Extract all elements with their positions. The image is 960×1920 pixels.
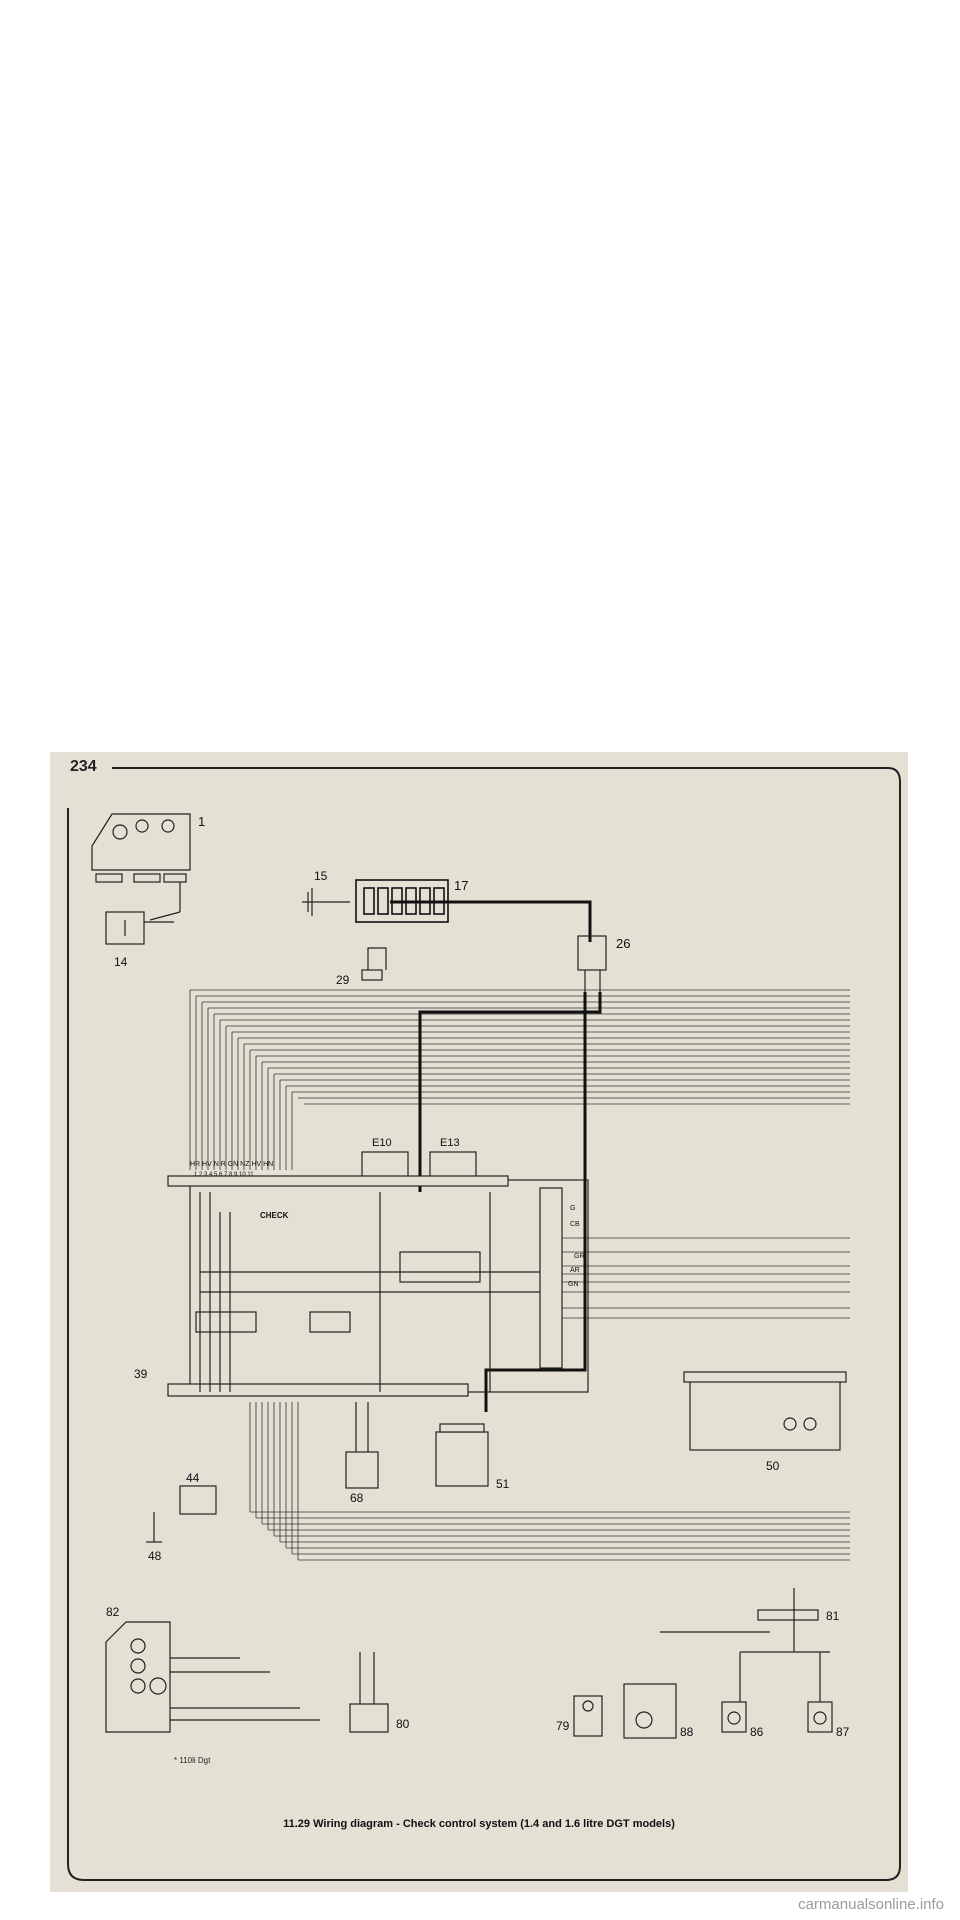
component-15: [302, 888, 350, 916]
component-80: [349, 1652, 389, 1733]
battery-feed: [390, 900, 602, 1412]
component-81: [660, 1588, 830, 1702]
label-1: 1: [198, 814, 205, 829]
label-81: 81: [826, 1609, 840, 1623]
label-14: 14: [114, 955, 128, 969]
label-51: 51: [496, 1477, 510, 1491]
label-15: 15: [314, 869, 328, 883]
control-unit-39: [167, 1175, 589, 1397]
label-80: 80: [396, 1717, 410, 1731]
label-48: 48: [148, 1549, 162, 1563]
label-87: 87: [836, 1725, 850, 1739]
label-44: 44: [186, 1471, 200, 1485]
footnote: * 110li Dgt: [174, 1756, 211, 1765]
component-50: [683, 1371, 847, 1451]
component-17: [355, 879, 449, 923]
label-88: 88: [680, 1725, 694, 1739]
component-1: [91, 813, 191, 921]
component-86: [721, 1701, 747, 1733]
component-26: [577, 935, 607, 992]
component-88: [623, 1683, 677, 1739]
component-51: [435, 1423, 489, 1487]
figure-caption: 11.29 Wiring diagram - Check control sys…: [283, 1818, 675, 1830]
top-pin-row: 1 2 3 4 5 6 7 8 9 10 11: [194, 1172, 254, 1178]
component-29: [361, 947, 387, 981]
component-68: [345, 1402, 379, 1489]
bus-lines: [189, 989, 850, 1561]
label-86: 86: [750, 1725, 764, 1739]
component-14: [105, 911, 174, 945]
page-number: 234: [70, 758, 97, 775]
wire-ar: AR: [570, 1267, 580, 1274]
component-44: [146, 1485, 217, 1543]
label-26: 26: [616, 936, 630, 951]
manual-page: 234: [50, 752, 908, 1892]
label-17: 17: [454, 878, 468, 893]
component-87: [807, 1701, 833, 1733]
label-82: 82: [106, 1605, 120, 1619]
wire-g: G: [570, 1205, 575, 1212]
component-79: [573, 1695, 603, 1737]
label-e10: E10: [372, 1137, 392, 1149]
check-label: CHECK: [260, 1211, 289, 1220]
label-39: 39: [134, 1367, 148, 1381]
label-50: 50: [766, 1459, 780, 1473]
wiring-diagram: 1 14 17 15 26 29: [67, 767, 901, 1881]
label-29: 29: [336, 973, 350, 987]
label-68: 68: [350, 1491, 364, 1505]
wire-gr: GR: [574, 1253, 585, 1260]
component-82: [105, 1621, 320, 1733]
label-79: 79: [556, 1719, 570, 1733]
label-e13: E13: [440, 1137, 460, 1149]
top-wire-codes: HR HV N R GN NZ HV HN: [190, 1161, 273, 1168]
wire-cb: CB: [570, 1221, 580, 1228]
wire-gn: GN: [568, 1281, 579, 1288]
watermark-text: carmanualsonline.info: [798, 1896, 944, 1913]
